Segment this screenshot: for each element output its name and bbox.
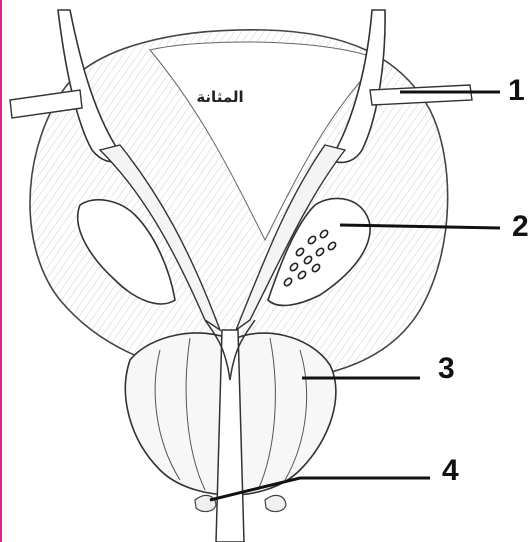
callout-number-3: 3 bbox=[438, 352, 455, 385]
callout-number-4: 4 bbox=[442, 454, 459, 487]
callout-number-2: 2 bbox=[512, 210, 529, 243]
callout-number-1: 1 bbox=[508, 74, 525, 107]
bladder-label: المثانة bbox=[196, 88, 243, 106]
